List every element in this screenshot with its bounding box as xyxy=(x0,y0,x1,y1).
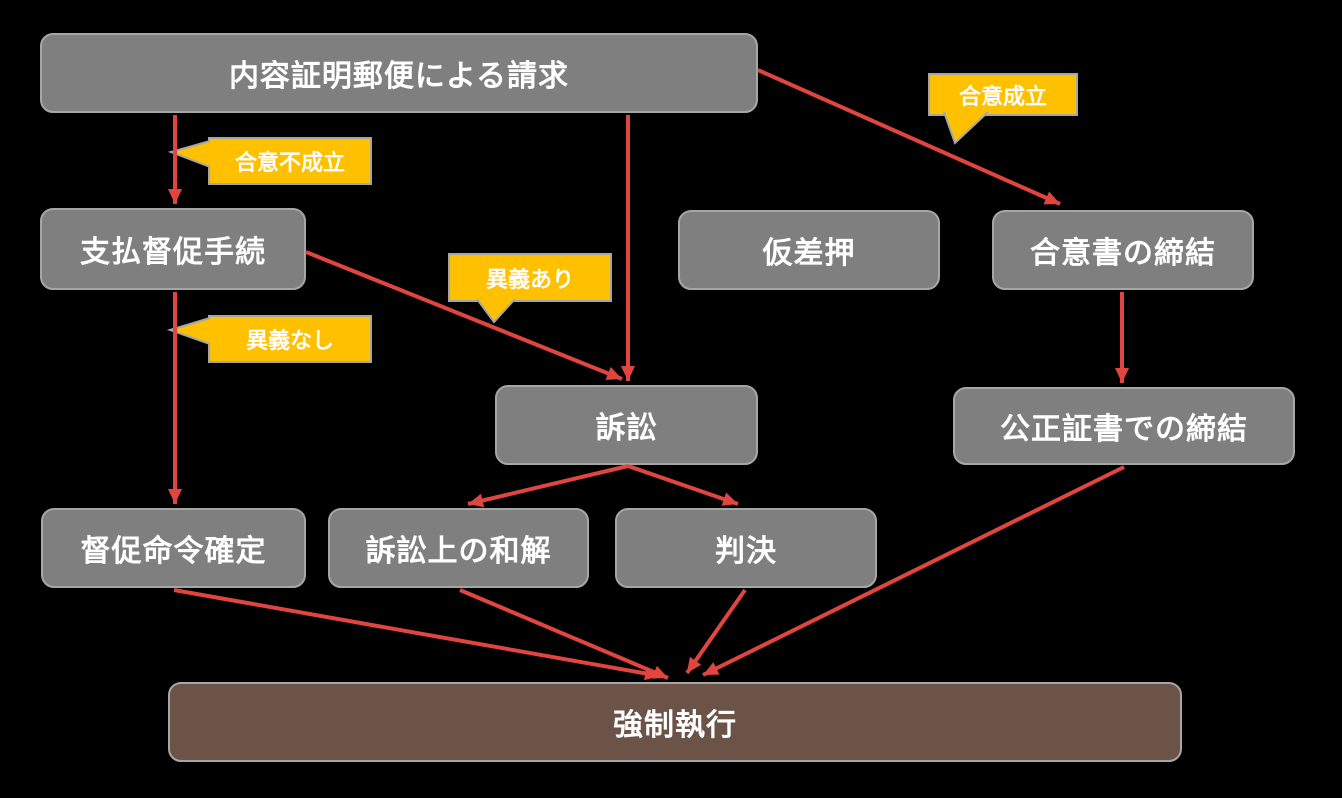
node-agreement-doc: 合意書の締結 xyxy=(992,210,1254,290)
callout-objection: 異義あり xyxy=(448,253,612,302)
node-notarized-deed: 公正証書での締結 xyxy=(953,387,1295,465)
arrow-demand-order-to-enforcement xyxy=(173,588,661,681)
node-settlement: 訴訟上の和解 xyxy=(328,508,589,588)
callout-no-agreement: 合意不成立 xyxy=(208,137,372,185)
callout-tail-objection xyxy=(476,298,516,324)
node-provisional-seizure: 仮差押 xyxy=(678,210,940,290)
node-judgment: 判決 xyxy=(615,508,877,588)
node-enforcement: 強制執行 xyxy=(168,682,1182,762)
node-demand-order: 督促命令確定 xyxy=(41,508,306,588)
arrow-lawsuit-to-judgment xyxy=(627,464,739,506)
arrow-judgment-to-enforcement xyxy=(685,588,747,675)
arrow-settlement-to-enforcement xyxy=(459,588,669,680)
callout-agreement: 合意成立 xyxy=(928,73,1078,116)
node-payment-demand: 支払督促手続 xyxy=(40,208,306,290)
callout-tail-agreement xyxy=(943,111,989,145)
callout-no-objection: 異義なし xyxy=(208,315,372,363)
callout-tail-no-agreement xyxy=(167,140,211,168)
node-lawsuit: 訴訟 xyxy=(495,385,758,465)
callout-tail-no-objection xyxy=(166,317,211,345)
arrow-lawsuit-to-settlement xyxy=(467,464,629,508)
node-request: 内容証明郵便による請求 xyxy=(40,33,758,113)
